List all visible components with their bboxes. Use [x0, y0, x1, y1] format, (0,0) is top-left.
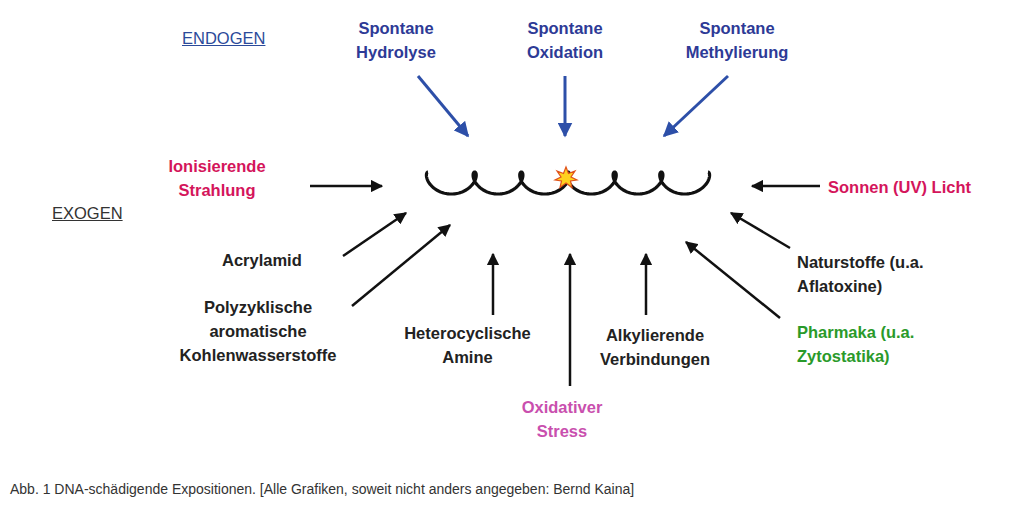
source-label: Spontane Methylierung [672, 16, 802, 64]
arrow [645, 254, 648, 315]
exogenous-arrows [310, 186, 820, 386]
arrow [569, 254, 572, 386]
damage-star [555, 167, 577, 188]
group-heading: ENDOGEN [182, 26, 302, 50]
endogenous-arrows [418, 76, 728, 136]
arrow [352, 225, 450, 306]
group-heading: EXOGEN [52, 201, 162, 225]
arrow [564, 76, 567, 136]
source-label: Spontane Oxidation [505, 16, 625, 64]
arrow [686, 242, 780, 318]
arrow [343, 213, 406, 256]
source-label: Polyzyklische aromatische Kohlenwasserst… [173, 295, 343, 367]
source-label: Spontane Hydrolyse [336, 16, 456, 64]
source-label: Heterocyclische Amine [400, 321, 535, 369]
source-label: Oxidativer Stress [507, 395, 617, 443]
source-label: Alkylierende Verbindungen [595, 323, 715, 371]
source-label: Pharmaka (u.a. Zytostatika) [797, 320, 947, 368]
source-label: Acrylamid [222, 248, 342, 272]
arrow [752, 185, 820, 188]
arrow [418, 76, 468, 136]
arrow [492, 254, 495, 315]
arrow [731, 213, 790, 248]
arrow [310, 185, 382, 188]
source-label: Sonnen (UV) Licht [828, 175, 1028, 199]
arrow [664, 76, 728, 136]
source-label: Naturstoffe (u.a. Aflatoxine) [797, 250, 947, 298]
figure-caption: Abb. 1 DNA-schädigende Expositionen. [Al… [10, 480, 1010, 498]
source-label: Ionisierende Strahlung [152, 154, 282, 202]
